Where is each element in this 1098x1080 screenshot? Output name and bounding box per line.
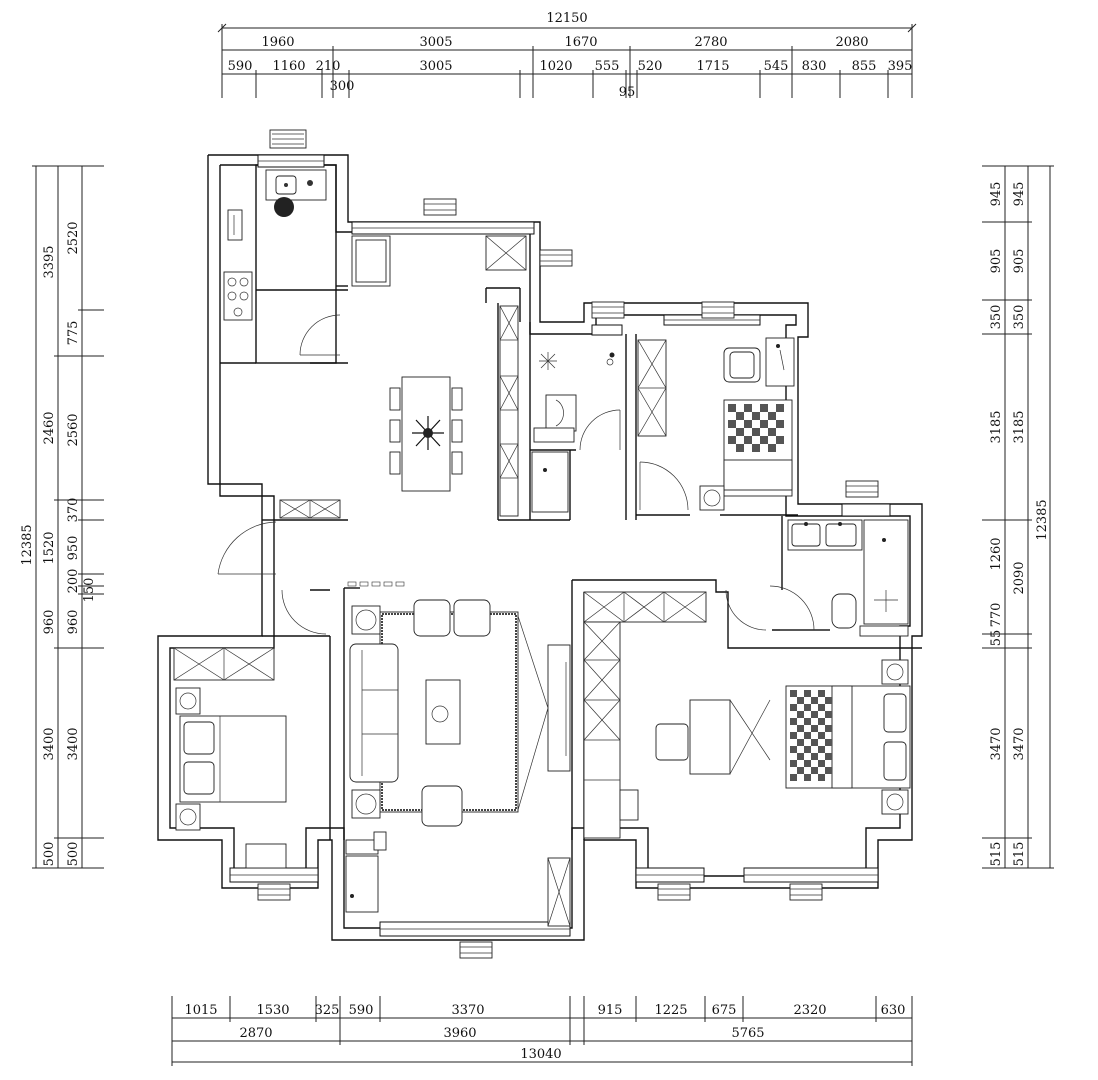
dim-label: 950 [66,536,81,561]
dim-label: 555 [595,59,620,74]
dim-label: 1260 [989,537,1004,570]
right-dimension-lines [982,165,1054,869]
dim-label: 590 [349,1003,374,1018]
living-room [347,581,571,827]
dim-label: 905 [1012,249,1027,274]
dim-label: 2090 [1012,561,1027,594]
bottom-row1-dims: 1015 1530 325 590 3370 915 1225 675 2320… [184,1003,905,1018]
dim-label: 960 [42,610,57,635]
bottom-overall-dim: 13040 [520,1047,561,1062]
doors [217,314,830,635]
left-dimension-lines [32,165,104,869]
bathroom-1 [531,352,615,513]
bed-checker-1 [728,404,784,452]
dim-label: 3005 [419,35,452,50]
dim-label-95: 95 [619,85,636,100]
dim-label: 770 [989,603,1004,628]
dim-label: 200 [66,569,81,594]
bottom-row2-dims: 2870 3960 5765 [239,1026,764,1041]
dim-label: 1020 [539,59,572,74]
dim-label: 515 [1012,842,1027,867]
dim-label: 210 [316,59,341,74]
dim-label: 2520 [66,221,81,254]
dining-table [389,376,463,492]
dim-label: 3370 [451,1003,484,1018]
dim-label: 350 [989,305,1004,330]
dim-label: 905 [989,249,1004,274]
dim-label: 3005 [419,59,452,74]
left-outer-dims: 3395 2460 960 3400 500 [42,245,57,866]
dim-label: 370 [66,498,81,523]
dim-label: 2320 [793,1003,826,1018]
top-overall-dim: 12150 [546,11,587,26]
dim-label: 590 [228,59,253,74]
left-bedroom [173,647,287,869]
dim-label: 1015 [184,1003,217,1018]
dim-label: 1960 [261,35,294,50]
dim-label: 2560 [66,413,81,446]
master-bedroom [583,591,911,839]
dim-label: 830 [802,59,827,74]
dim-label: 3400 [42,727,57,760]
dim-label: 150 [82,578,97,603]
right-outer-dims: 945 905 350 3185 1260 770 3470 515 [989,182,1004,867]
dim-label: 515 [989,842,1004,867]
appliances-top [351,235,527,287]
dim-label: 2870 [239,1026,272,1041]
dim-label: 3185 [989,410,1004,443]
top-row2-dims: 590 1160 210 3005 1020 555 520 1715 545 … [228,59,913,74]
entry-cabinet [279,499,341,519]
dim-label: 3960 [443,1026,476,1041]
dim-label: 1225 [654,1003,687,1018]
right-overall-dim: 12385 [1035,499,1050,540]
dim-label: 1670 [564,35,597,50]
dim-label: 855 [852,59,877,74]
dim-label: 1715 [696,59,729,74]
dim-label-300: 300 [330,79,355,94]
dim-label: 545 [764,59,789,74]
dim-label: 500 [42,842,57,867]
dim-label: 775 [66,321,81,346]
dim-label: 3395 [42,245,57,278]
dim-label: 2780 [694,35,727,50]
kitchen [223,129,327,321]
right-inner-dims: 945 905 350 3185 2090 55 3470 515 [989,182,1027,867]
dim-label: 1520 [42,531,57,564]
dim-label: 2080 [835,35,868,50]
corridor-cabinet [499,305,519,517]
left-overall-dim: 12385 [20,524,35,565]
small-bedroom [637,337,795,511]
dim-label: 55 [989,630,1004,647]
dim-label: 630 [881,1003,906,1018]
top-row1-dims: 1960 3005 1670 2780 2080 [261,35,868,50]
dim-label: 960 [66,610,81,635]
dim-label: 675 [712,1003,737,1018]
dim-label: 3185 [1012,410,1027,443]
dim-label: 350 [1012,305,1027,330]
bottom-dimension-lines [171,996,913,1066]
bathroom-2 [787,519,909,637]
top-dimension-lines [217,23,917,98]
window-tags [257,198,879,959]
dim-label: 2460 [42,411,57,444]
balcony-cabinets [345,831,571,927]
dim-label: 500 [66,842,81,867]
dim-label: 395 [888,59,913,74]
dim-label: 325 [315,1003,340,1018]
dim-label: 3470 [1012,727,1027,760]
dim-label: 915 [598,1003,623,1018]
bed-checker-2 [790,690,832,781]
dim-label: 1160 [272,59,305,74]
dim-label: 1530 [256,1003,289,1018]
left-inner-dims: 2520 775 2560 370 1520 950 200 150 960 3… [42,221,97,866]
dim-label: 945 [989,182,1004,207]
dim-label: 3470 [989,727,1004,760]
dim-label: 3400 [66,727,81,760]
dim-label: 945 [1012,182,1027,207]
dim-label: 520 [638,59,663,74]
dim-label: 5765 [731,1026,764,1041]
